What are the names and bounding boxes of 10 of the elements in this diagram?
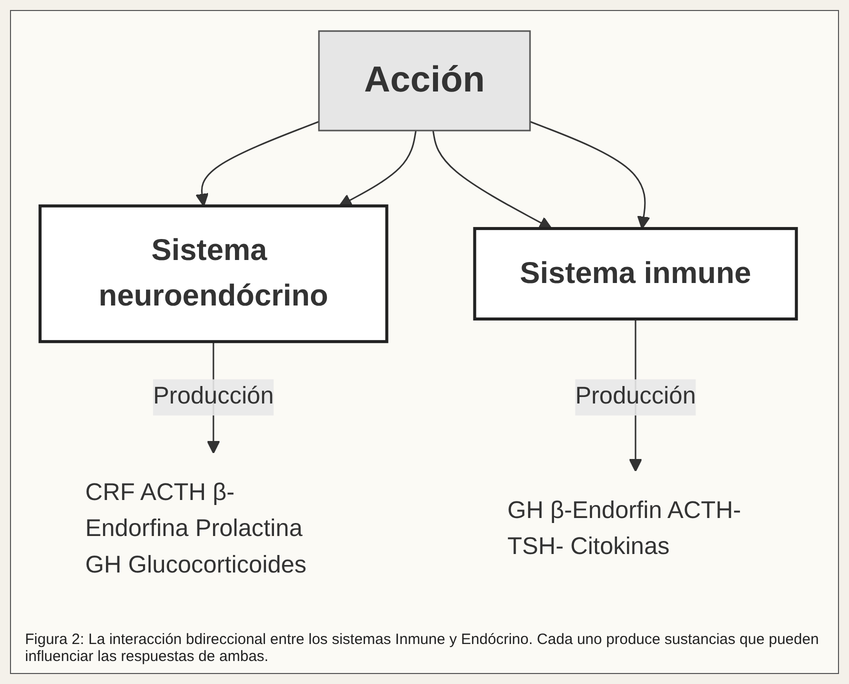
node-box: Sistema inmune xyxy=(473,227,798,320)
edge-label: Producción xyxy=(153,384,274,410)
node-text: GH β-Endorfin ACTH- TSH- Citokinas xyxy=(507,498,742,560)
arrow xyxy=(432,130,552,230)
node-text: CRF ACTH β-Endorfina Prolactina GH Glucocorticoides xyxy=(85,480,306,578)
arrow xyxy=(530,120,650,230)
node-box: Sistema neuroendócrino xyxy=(38,204,388,344)
edge-label: Producción xyxy=(575,384,696,410)
node-box: Acción xyxy=(318,30,531,132)
figure-caption: Figura 2: La interacción bdireccional entre los sistemas Inmune y Endócrino. Cada uno produce sustancias que pueden influenciar las respuestas de ambas. xyxy=(24,630,820,667)
